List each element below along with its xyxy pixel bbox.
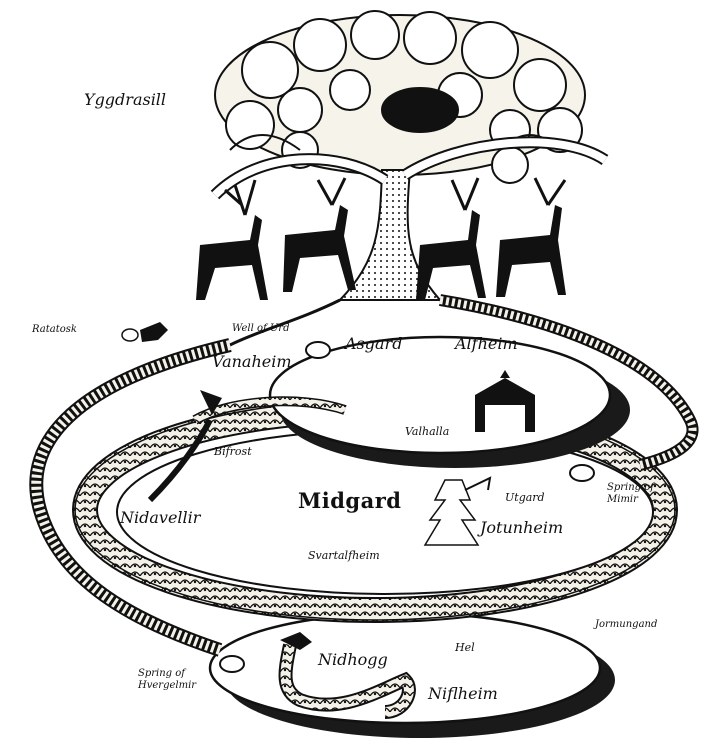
label-alfheim: Alfheim — [455, 334, 518, 353]
label-jormungand: Jormungand — [595, 619, 658, 630]
label-spring-of-mimir: Spring of Mimir — [607, 482, 654, 505]
nidhogg-dragon — [278, 632, 416, 719]
tree-canopy — [214, 10, 586, 184]
label-yggdrasill: Yggdrasill — [84, 90, 167, 109]
ratatosk-squirrel — [121, 322, 168, 342]
label-svartalfheim: Svartalfheim — [308, 549, 380, 562]
label-spring-of-hvergelmir: Spring of Hvergelmir — [138, 668, 197, 691]
label-jotunheim: Jotunheim — [480, 518, 564, 537]
label-nidavellir: Nidavellir — [120, 508, 201, 527]
label-bifrost: Bifrost — [214, 445, 252, 458]
label-niflheim: Niflheim — [428, 684, 498, 703]
label-asgard: Asgard — [345, 334, 403, 353]
wells — [219, 341, 595, 673]
label-valhalla: Valhalla — [405, 425, 450, 438]
jotunheim-mountain — [423, 476, 492, 546]
label-hel: Hel — [455, 641, 475, 654]
label-vanaheim: Vanaheim — [212, 352, 292, 371]
label-utgard: Utgard — [505, 491, 545, 504]
valhalla-gate — [475, 370, 535, 432]
tree-trunk — [210, 136, 609, 347]
label-midgard: Midgard — [298, 488, 402, 513]
deer-silhouettes — [196, 177, 567, 300]
label-nidhogg: Nidhogg — [318, 650, 388, 669]
label-well-of-urd: Well of Urd — [232, 323, 290, 334]
niflheim-disc — [208, 611, 615, 738]
label-ratatosk: Ratatosk — [32, 324, 77, 335]
bifrost-bridge — [147, 390, 347, 503]
tree-root-loop — [29, 294, 699, 657]
